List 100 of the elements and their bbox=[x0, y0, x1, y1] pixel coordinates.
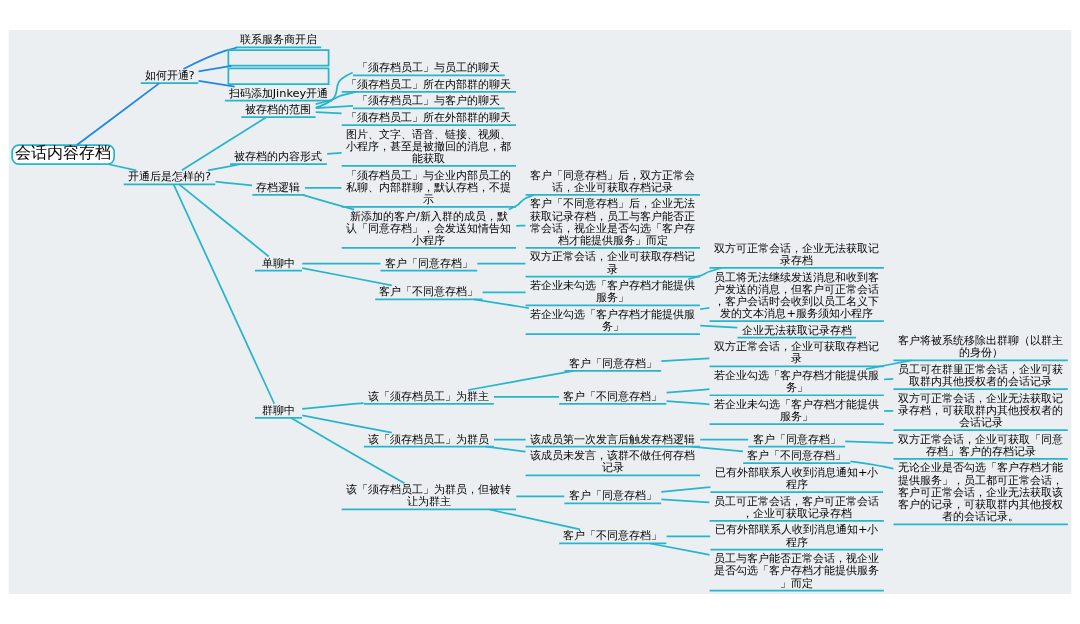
connector bbox=[301, 267, 393, 287]
node-text: 该成员第一次发言后触发存档逻辑 bbox=[530, 431, 696, 446]
node-text: 新添加的客户/新入群的成员，默认「同意存档」，会发送知情告知小程序 bbox=[346, 208, 512, 247]
node-text: 客户「同意存档」 bbox=[568, 488, 657, 503]
connector bbox=[301, 414, 393, 434]
node-text: 双方正常会话，企业可获取存档记录 bbox=[530, 249, 696, 276]
node-text: 双方正常会话，企业可获取存档记录 bbox=[714, 339, 880, 366]
node-box bbox=[227, 67, 330, 85]
connector bbox=[182, 46, 238, 70]
connector bbox=[301, 262, 382, 265]
connector bbox=[107, 163, 138, 172]
connector bbox=[665, 535, 712, 538]
connector bbox=[849, 460, 895, 470]
node-text: 客户「同意存档」后，双方正常会话，企业可获取存档记录 bbox=[530, 167, 696, 194]
node-text: 扫码添加Jinkey开通 bbox=[228, 85, 329, 100]
node-text: 员工与客户能否正常会话，视企业是否勾选「客户存档才能提供服务」而定 bbox=[714, 551, 880, 590]
node-text: 若企业未勾选「客户存档才能提供服务」 bbox=[530, 278, 696, 305]
connector bbox=[326, 152, 343, 155]
node-text: 「须存档员工」与员工的聊天 bbox=[357, 60, 501, 75]
node-text: 被存档的范围 bbox=[245, 102, 312, 117]
connector bbox=[665, 400, 711, 406]
connector bbox=[660, 486, 712, 493]
node-text: 客户「同意存档」 bbox=[384, 255, 473, 270]
connector bbox=[181, 116, 268, 171]
connector bbox=[665, 388, 711, 394]
connector bbox=[473, 298, 530, 309]
connector bbox=[660, 498, 711, 504]
connector bbox=[687, 267, 723, 281]
node-text: 双方可正常会话，企业无法获取记录存档 bbox=[714, 240, 880, 267]
node-text: 员工可正常会话，客户可正常会话，企业可获取记录存档 bbox=[714, 493, 880, 520]
node-text: 该成员未发言，该群不做任何存档记录 bbox=[530, 448, 696, 475]
node-text: 已有外部联系人收到消息通知+小程序 bbox=[714, 464, 879, 491]
node-box bbox=[227, 49, 330, 67]
node-text: 员工将无法继续发送消息和收到客户发送的消息，但客户可正常会话，客户会话时会收到以员工名义下发的文本消息+服务须知小程序 bbox=[714, 269, 880, 321]
node-text: 「须存档员工」所在内部群的聊天 bbox=[346, 76, 512, 91]
node-text: 企业无法获取记录存档 bbox=[741, 322, 852, 337]
node-text: 联系服务商开启 bbox=[239, 32, 317, 47]
connector bbox=[844, 440, 895, 444]
node-text: 被存档的内容形式 bbox=[234, 149, 323, 164]
connector bbox=[515, 495, 566, 498]
connector bbox=[178, 183, 270, 258]
node-text: 单聊中 bbox=[261, 255, 295, 270]
node-text: 存档逻辑 bbox=[256, 179, 301, 194]
connector bbox=[488, 508, 581, 531]
connector bbox=[314, 105, 354, 109]
node-text: 客户将被系统移除出群聊（以群主的身份） bbox=[898, 333, 1064, 360]
node-text: 「须存档员工」与企业内部员工的私聊、内部群聊，默认存档，不提示 bbox=[346, 167, 512, 206]
connector bbox=[207, 163, 242, 172]
connector bbox=[197, 79, 236, 88]
connector bbox=[314, 71, 354, 109]
node-text: 图片、文字、语音、链接、视频、小程序，甚至是被撤回的消息，都能获取 bbox=[346, 126, 512, 165]
connector bbox=[314, 111, 343, 115]
connector bbox=[649, 542, 711, 556]
node-text: 「须存档员工」与客户的聊天 bbox=[357, 93, 501, 108]
node-text: 如何开通? bbox=[144, 68, 195, 83]
connector bbox=[883, 410, 895, 412]
connector bbox=[485, 445, 527, 453]
connector bbox=[314, 91, 357, 106]
node-text: 开通后是怎样的? bbox=[128, 169, 212, 184]
connector bbox=[290, 417, 406, 485]
node-text: 若企业未勾选「客户存档才能提供服务」 bbox=[714, 396, 880, 424]
connector bbox=[493, 396, 560, 398]
connector bbox=[660, 357, 711, 362]
node-text: 群聊中 bbox=[261, 402, 295, 417]
node-text: 客户「同意存档」 bbox=[568, 355, 657, 370]
node-text: 员工可在群里正常会话，企业可获取群内其他授权者的会话记录 bbox=[898, 361, 1064, 389]
connector bbox=[301, 402, 365, 410]
connector bbox=[699, 438, 750, 441]
node-text: 客户「不同意存档」后，企业无法获取记录存档，员工与客户能否正常会话，视企业是否勾选「客户存档才能提供服务」而定 bbox=[530, 196, 696, 247]
node-text: 客户「不同意存档」 bbox=[747, 448, 847, 463]
node-text: 客户「不同意存档」 bbox=[563, 528, 663, 543]
connector bbox=[304, 186, 343, 189]
connector bbox=[214, 180, 253, 187]
connector bbox=[476, 262, 527, 265]
connector bbox=[467, 369, 575, 391]
node-text: 已有外部联系人收到消息通知+小程序 bbox=[714, 522, 879, 549]
connector bbox=[689, 445, 744, 453]
connector bbox=[76, 82, 160, 146]
connector bbox=[699, 307, 711, 310]
node-text: 该「须存档员工」为群员，但被转让为群主 bbox=[346, 482, 512, 509]
connector bbox=[172, 183, 276, 405]
connector bbox=[515, 224, 527, 227]
connector bbox=[493, 438, 527, 441]
node-text: 「须存档员工」所在外部群的聊天 bbox=[346, 110, 512, 125]
connector bbox=[481, 291, 527, 294]
node-text: 该「须存档员工」为群主 bbox=[368, 388, 490, 403]
node-text: 若企业勾选「客户存档才能提供服务」 bbox=[530, 307, 696, 334]
node-text: 客户「不同意存档」 bbox=[379, 284, 479, 299]
node-box: 会话内容存档 bbox=[11, 144, 116, 166]
node-text: 若企业勾选「客户存档才能提供服务」 bbox=[714, 368, 880, 395]
connector bbox=[197, 64, 233, 73]
connector bbox=[883, 378, 895, 381]
node-text: 该「须存档员工」为群员 bbox=[368, 431, 490, 446]
node-text: 客户「不同意存档」 bbox=[563, 388, 663, 403]
connector bbox=[699, 324, 739, 329]
connector bbox=[865, 359, 913, 370]
node-text: 无论企业是否勾选「客户存档才能提供服务」，员工都可正常会话，客户可正常会话，企业无法获取该客户的记录，可获取群内其他授权者的会话记录。 bbox=[898, 460, 1064, 524]
node-text: 双方可正常会话，企业无法获取记录存档，可获取群内其他授权者的会话记录 bbox=[898, 390, 1064, 430]
connector bbox=[507, 193, 535, 211]
connector bbox=[301, 193, 356, 211]
